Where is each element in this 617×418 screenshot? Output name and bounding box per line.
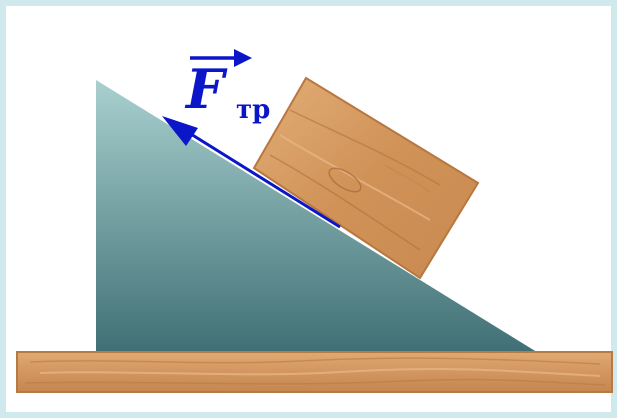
incline-wedge	[96, 80, 540, 354]
vector-arrow-icon	[190, 49, 252, 67]
friction-force-arrow	[162, 116, 341, 229]
floor-plank	[16, 351, 613, 393]
force-subscript: тр	[236, 95, 271, 125]
wooden-block	[252, 76, 480, 280]
force-symbol: F	[186, 57, 225, 121]
